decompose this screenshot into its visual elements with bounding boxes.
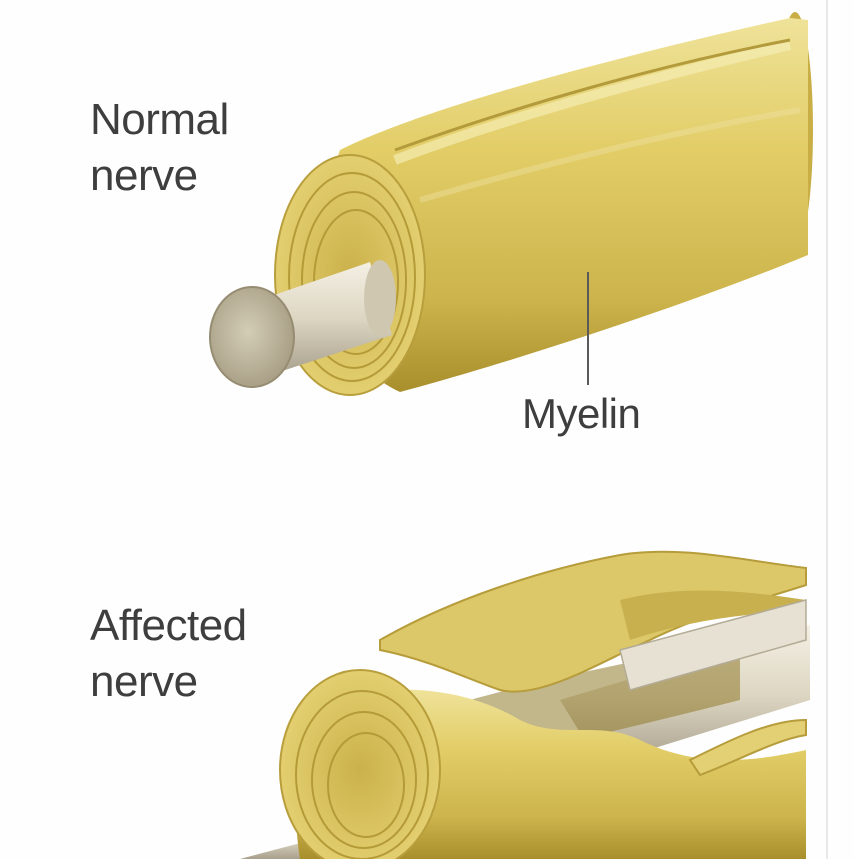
normal-nerve-label-line2: nerve [90, 148, 229, 204]
affected-nerve-label-line1: Affected [90, 598, 247, 654]
normal-nerve [210, 12, 813, 395]
normal-nerve-label: Normal nerve [90, 92, 229, 204]
myelin-label: Myelin [522, 386, 640, 442]
normal-nerve-label-line1: Normal [90, 92, 229, 148]
affected-nerve [240, 552, 810, 859]
affected-nerve-label: Affected nerve [90, 598, 247, 710]
affected-nerve-label-line2: nerve [90, 654, 247, 710]
